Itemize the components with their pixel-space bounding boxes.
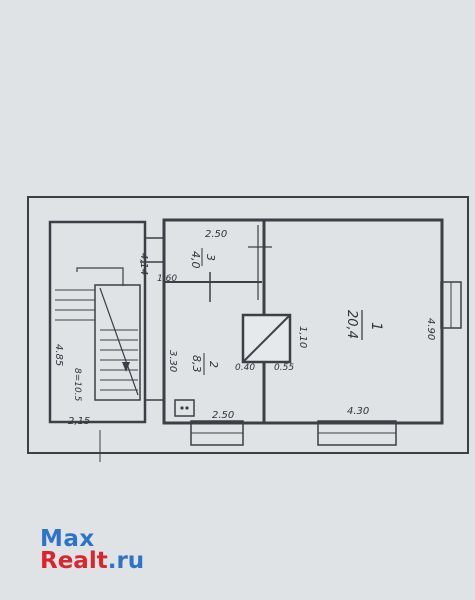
watermark-realt-text: Realt [40,548,108,574]
dim-1-60: 1.60 [157,274,177,284]
outer-boundary [27,196,469,454]
room3-area: 4,0 [189,251,202,269]
room3-number: 3 [204,254,217,261]
dim-4-14: 4,14 [138,253,149,275]
stair-arrow-icon [122,362,130,372]
dim-2-50-bottom: 2.50 [212,410,234,421]
dim-4-30: 4.30 [347,406,369,417]
sink-dot-2 [185,406,189,410]
stair-zigzag [76,267,124,286]
dim-2-50-top: 2.50 [205,229,227,240]
watermark-ru-text: .ru [107,548,145,574]
watermark-max-text: Max [40,526,95,552]
room1-number: 1 [368,322,384,331]
dim-2-15: 2,15 [68,416,90,427]
sink [174,399,195,417]
room2-area: 8,3 [190,355,203,373]
sink-dot [180,406,184,410]
dim-0-55: 0.55 [274,363,294,373]
stair-diagonal [99,287,139,396]
watermark-realt: Realt.ru [40,548,144,574]
dim-4-85: 4.85 [53,344,64,366]
stair-steps [55,289,138,391]
stair-block [48,220,147,424]
dim-4-90: 4.90 [425,318,436,340]
dim-1-10: 1,10 [297,326,308,348]
watermark-max: Max [40,526,95,552]
dim-0-40: 0.40 [235,363,255,373]
room1-area: 20,4 [344,310,359,339]
stove-diagonal [242,314,291,363]
dim-stair: 8=10.5 [72,368,82,402]
stair-inner [94,284,141,401]
room2-number: 2 [207,361,220,368]
house-walls [162,218,444,425]
dim-3-30: 3.30 [167,350,178,372]
